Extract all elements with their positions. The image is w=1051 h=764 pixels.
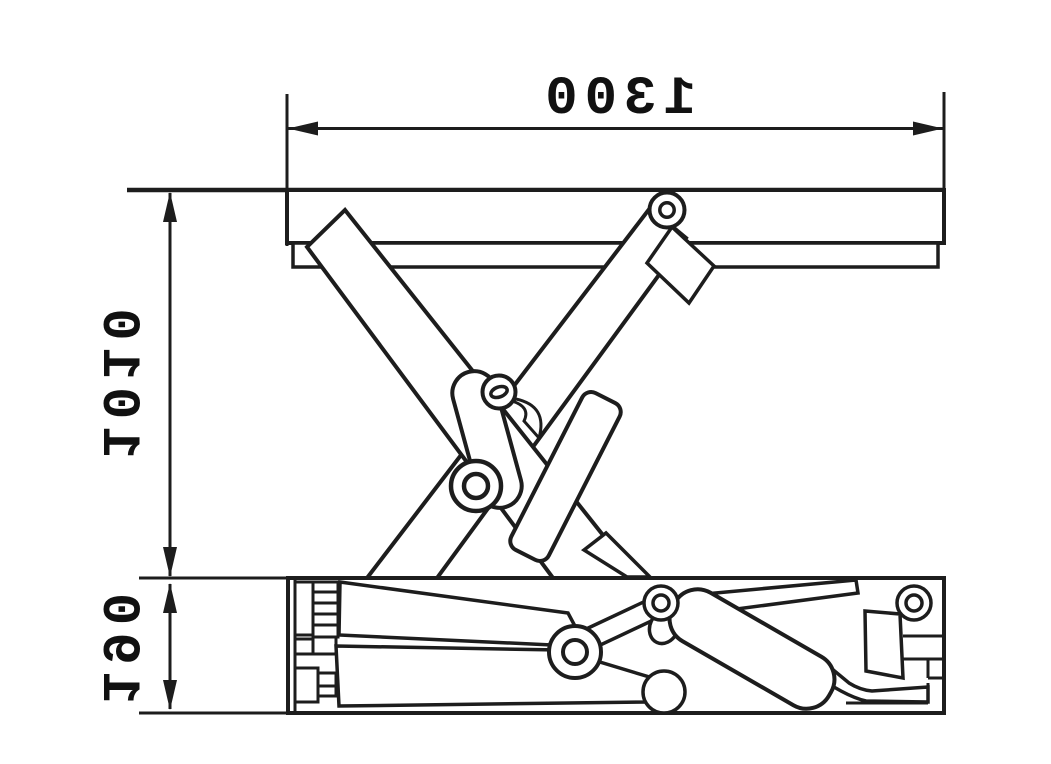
arrowhead-right	[913, 121, 943, 136]
dimension-width: 1300	[285, 69, 946, 246]
dimension-raised-height: 1010	[87, 192, 177, 577]
cylinder-clevis-fillet	[508, 397, 543, 442]
top-pivot	[647, 190, 687, 230]
folded-pin-right	[895, 584, 933, 622]
center-pivot	[480, 373, 518, 411]
folded-view	[139, 576, 946, 715]
dimension-folded-height: 190	[87, 583, 177, 710]
platform-deck	[285, 188, 946, 245]
right-bracket-plate	[863, 609, 905, 681]
arrowhead-down-small	[163, 680, 177, 710]
folded-roller-large	[547, 624, 603, 680]
dimension-label-folded-height: 190	[87, 586, 148, 704]
dimension-label-width: 1300	[538, 69, 696, 130]
arrowhead-left	[288, 121, 318, 136]
platform-mount-bracket	[644, 224, 717, 306]
folded-wheel	[641, 669, 687, 715]
link-roller-pin	[448, 458, 504, 514]
arrowhead-down	[163, 547, 177, 577]
hydraulic-cylinder	[508, 390, 623, 563]
right-step-bracket	[903, 634, 944, 680]
arrowhead-up-small	[163, 583, 177, 613]
dimension-label-raised-height: 1010	[87, 301, 148, 459]
arrowhead-up	[163, 192, 177, 222]
folded-pin-mid	[642, 584, 680, 622]
pivot-link	[450, 369, 524, 510]
raised-view	[127, 187, 946, 580]
